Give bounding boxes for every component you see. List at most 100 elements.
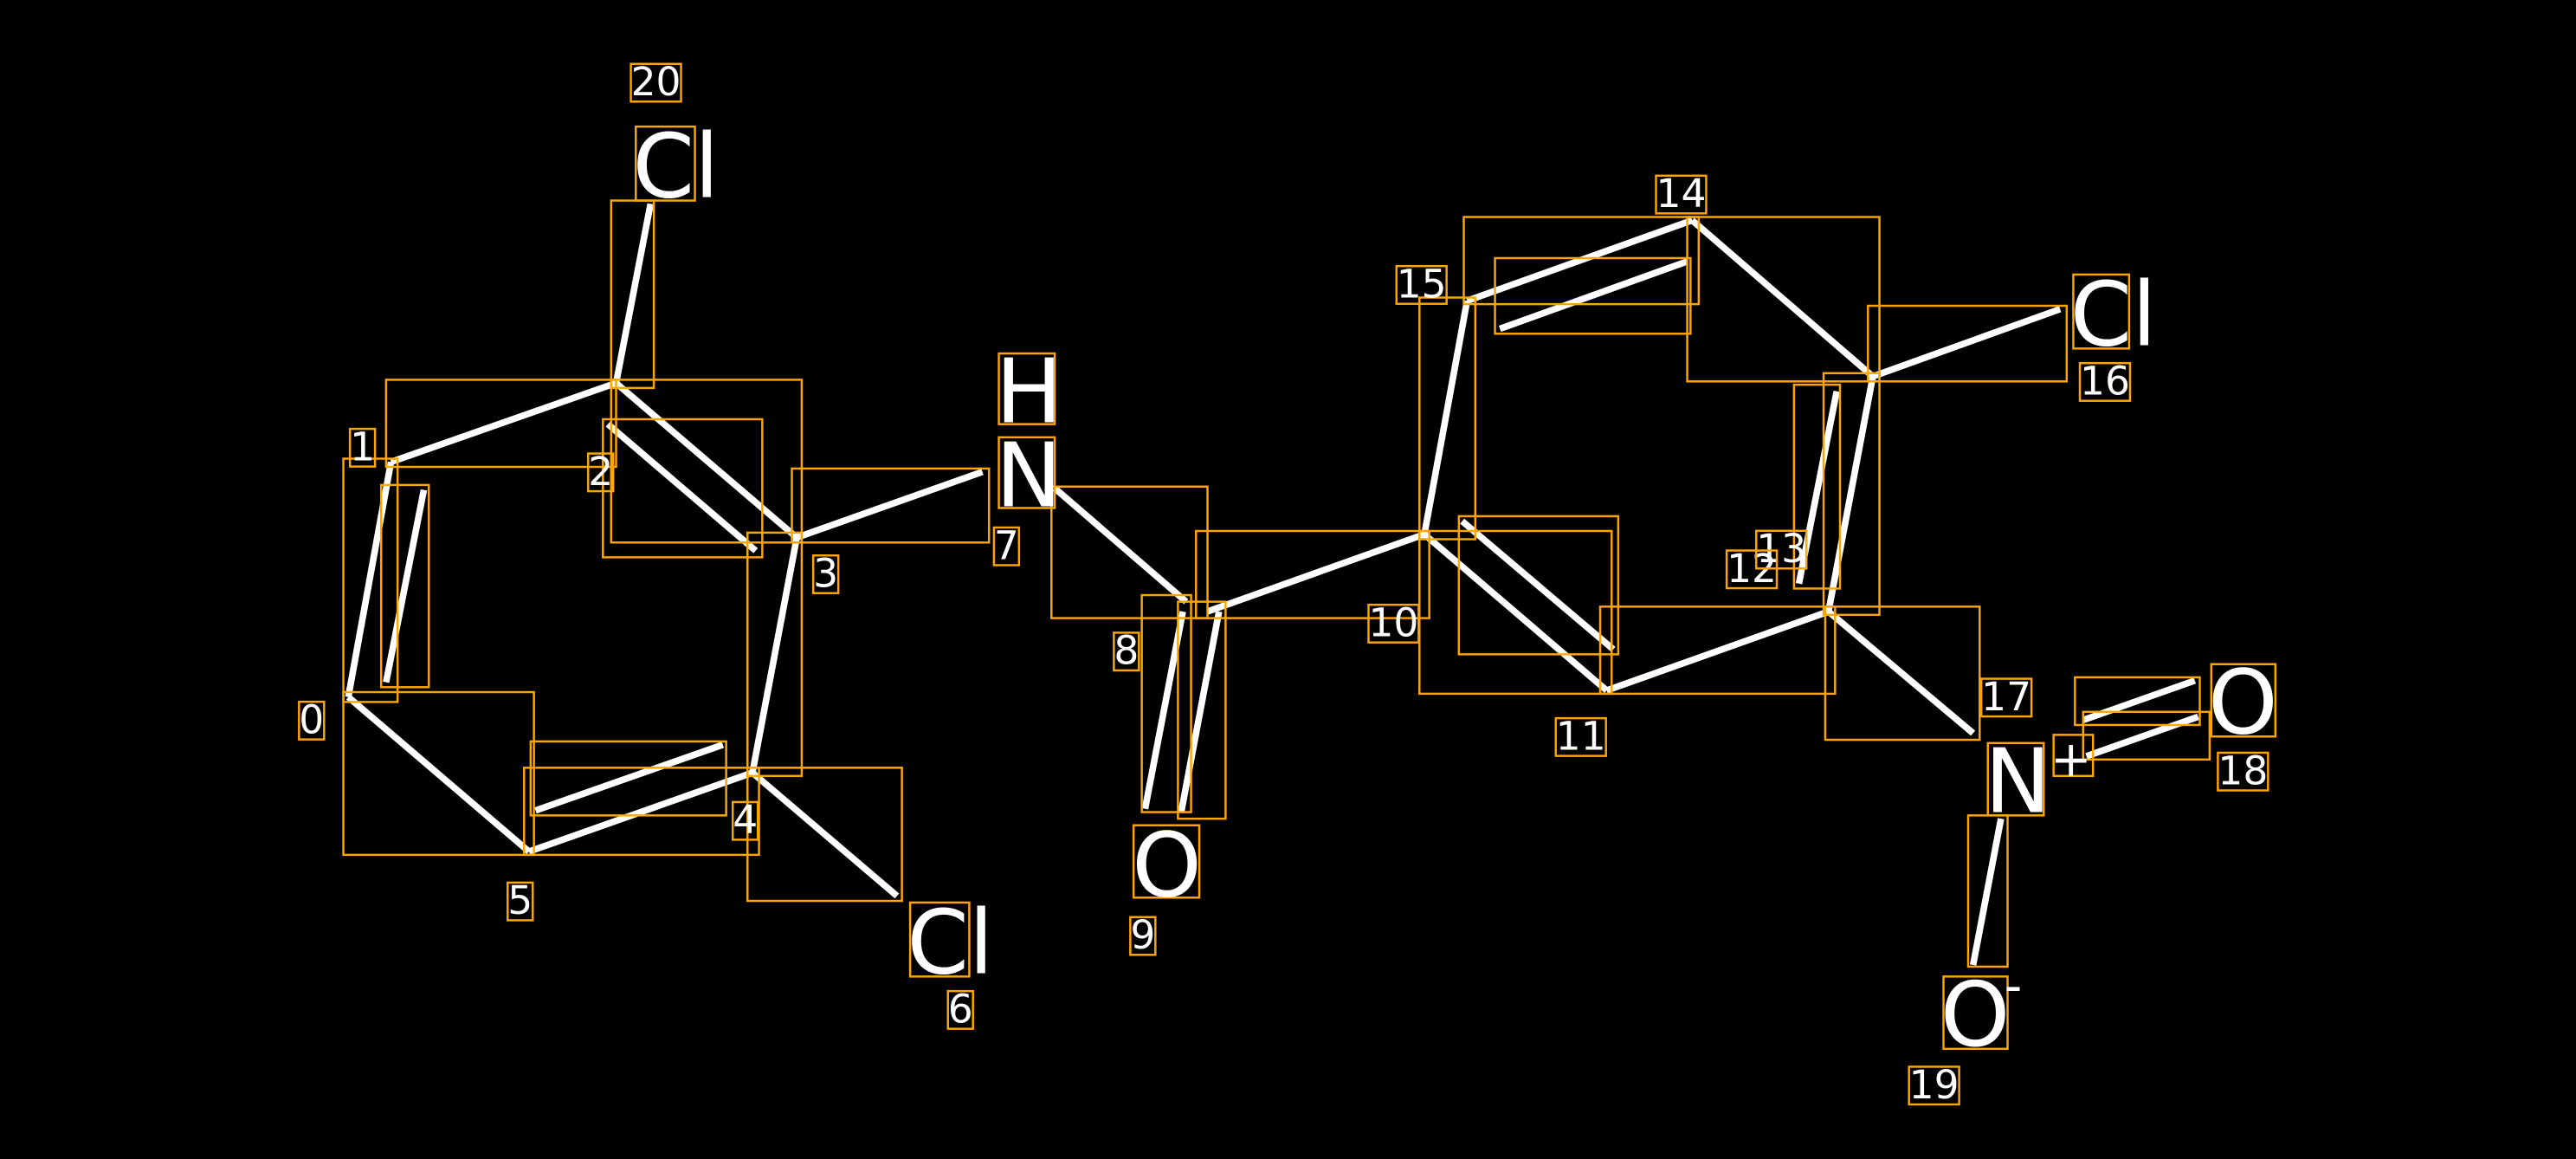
bond-12-17 — [1826, 609, 1976, 736]
bounding-box-2 — [384, 379, 617, 469]
bounding-box-27 — [2074, 676, 2201, 727]
atom-label-o9: O — [1132, 814, 1202, 917]
bounding-box-37 — [2052, 734, 2095, 778]
bounding-box-9 — [610, 199, 655, 390]
bounding-box-10 — [746, 767, 903, 903]
bond-4-5-inner — [534, 741, 725, 814]
bounding-box-30 — [635, 125, 696, 202]
index-6: 6 — [948, 986, 973, 1032]
bond-0-1 — [345, 461, 395, 698]
atom-label-n17: N — [1985, 731, 2051, 834]
bond-14-15 — [1466, 217, 1694, 304]
bounding-box-11 — [791, 467, 991, 544]
bond-8-9-b — [1178, 611, 1223, 813]
index-box-10 — [1367, 603, 1420, 644]
index-14: 14 — [1656, 171, 1707, 217]
bounding-box-22 — [1462, 216, 1701, 306]
index-box-9 — [1129, 916, 1157, 956]
bond-13-14 — [1689, 217, 1876, 379]
atom-label-cl20: Cl — [632, 116, 719, 219]
bond-11-12 — [1605, 608, 1830, 694]
atom-label-h7: H — [996, 341, 1062, 444]
bounding-box-1 — [379, 483, 430, 689]
index-box-19 — [1908, 1065, 1960, 1106]
bond-0-1-inner — [383, 489, 428, 683]
atom-label-n7: N — [996, 425, 1062, 528]
bond-10-11 — [1422, 531, 1610, 693]
bounding-box-3 — [610, 379, 804, 544]
index-box-7 — [992, 526, 1021, 567]
index-box-18 — [2217, 751, 2269, 792]
bond-3-4 — [749, 536, 800, 774]
bounding-box-4 — [602, 418, 764, 559]
bounding-box-13 — [1140, 593, 1192, 813]
bond-5-0 — [345, 694, 532, 854]
index-8: 8 — [1114, 628, 1139, 674]
index-box-16 — [2078, 361, 2132, 402]
bounding-box-32 — [997, 352, 1056, 425]
bond-3-7 — [795, 469, 984, 541]
index-4: 4 — [733, 797, 758, 843]
bond-17-19 — [1969, 818, 2005, 966]
bond-2-20 — [612, 203, 655, 384]
index-box-8 — [1113, 631, 1140, 672]
atom-charge-n17: + — [2050, 731, 2092, 788]
bond-8-9-a — [1141, 611, 1186, 810]
bounding-box-20 — [1792, 383, 1842, 590]
index-box-2 — [587, 452, 615, 493]
index-15: 15 — [1397, 262, 1447, 308]
bounding-box-18 — [1598, 605, 1837, 696]
bond-1-2 — [390, 379, 617, 465]
index-16: 16 — [2080, 358, 2130, 404]
index-box-13 — [1755, 529, 1808, 570]
bond-8-10 — [1206, 531, 1426, 615]
bond-17-18-a — [2082, 677, 2197, 723]
bond-2-3 — [614, 380, 799, 541]
bond-4-5 — [527, 769, 754, 855]
bond-17-18-b — [2085, 713, 2199, 760]
bounding-box-12 — [1050, 485, 1209, 619]
bounding-box-0 — [342, 457, 399, 703]
atom-label-cl16: Cl — [2070, 264, 2157, 367]
bounding-box-31 — [908, 901, 971, 978]
index-box-20 — [629, 62, 682, 103]
bounding-box-17 — [1457, 515, 1620, 656]
bounding-box-33 — [997, 436, 1056, 509]
bounding-box-19 — [1822, 372, 1881, 617]
bond-4-6 — [750, 770, 900, 899]
bounding-box-35 — [2072, 273, 2131, 350]
index-10: 10 — [1368, 599, 1418, 645]
bounding-box-23 — [1494, 256, 1692, 335]
index-11: 11 — [1556, 713, 1606, 759]
index-9: 9 — [1130, 912, 1155, 958]
index-7: 7 — [994, 522, 1019, 568]
bonds — [345, 203, 2199, 966]
bounding-box-21 — [1686, 216, 1881, 383]
atom-label-o19: O — [1940, 964, 2011, 1067]
index-box-15 — [1395, 264, 1448, 305]
bounding-box-8 — [342, 690, 535, 857]
bond-2-3-inner — [605, 421, 759, 554]
bond-12-13-inner — [1795, 390, 1840, 585]
bounding-box-38 — [2210, 663, 2277, 738]
atom-label-o18: O — [2208, 651, 2278, 754]
index-18: 18 — [2218, 748, 2268, 793]
bounding-box-14 — [1177, 600, 1227, 820]
index-box-11 — [1554, 716, 1607, 757]
index-1: 1 — [350, 424, 375, 469]
atom-charge-o19: - — [2005, 958, 2023, 1015]
bounding-box-7 — [529, 740, 727, 817]
index-5: 5 — [507, 877, 533, 923]
bond-13-16 — [1871, 306, 2062, 380]
index-0: 0 — [299, 696, 324, 742]
index-box-4 — [731, 800, 759, 841]
bounding-box-34 — [1132, 824, 1201, 899]
index-20: 20 — [631, 59, 681, 105]
bond-7-8 — [1052, 485, 1189, 605]
index-19: 19 — [1909, 1062, 1959, 1108]
index-2: 2 — [588, 449, 613, 495]
atom-label-cl6: Cl — [907, 892, 993, 995]
index-box-3 — [811, 554, 840, 594]
